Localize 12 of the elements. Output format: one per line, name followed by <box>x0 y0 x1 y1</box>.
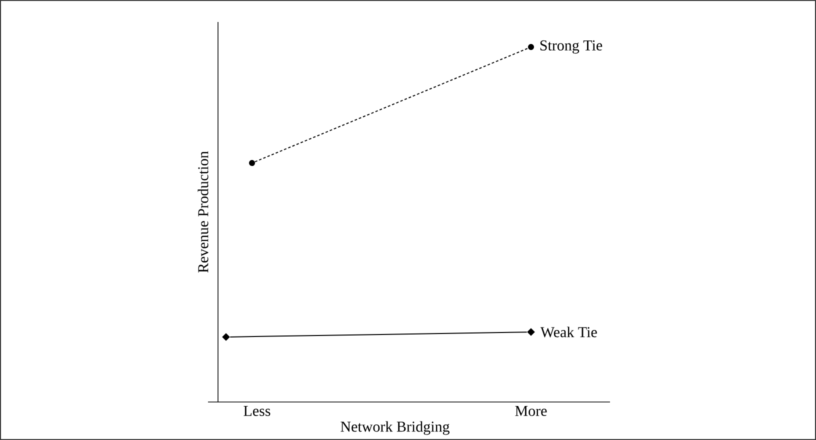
series-label: Weak Tie <box>540 326 597 338</box>
axis-title: Revenue Production <box>198 151 208 273</box>
data-point <box>527 328 535 336</box>
axis-title: Network Bridging <box>340 421 450 435</box>
series-label: Strong Tie <box>540 40 602 54</box>
line <box>230 332 528 338</box>
data-point <box>249 160 255 166</box>
data-point <box>222 333 230 341</box>
data-point <box>528 44 534 50</box>
tick-label: Less <box>244 406 270 416</box>
line <box>254 48 529 162</box>
tick-label: More <box>515 406 547 416</box>
